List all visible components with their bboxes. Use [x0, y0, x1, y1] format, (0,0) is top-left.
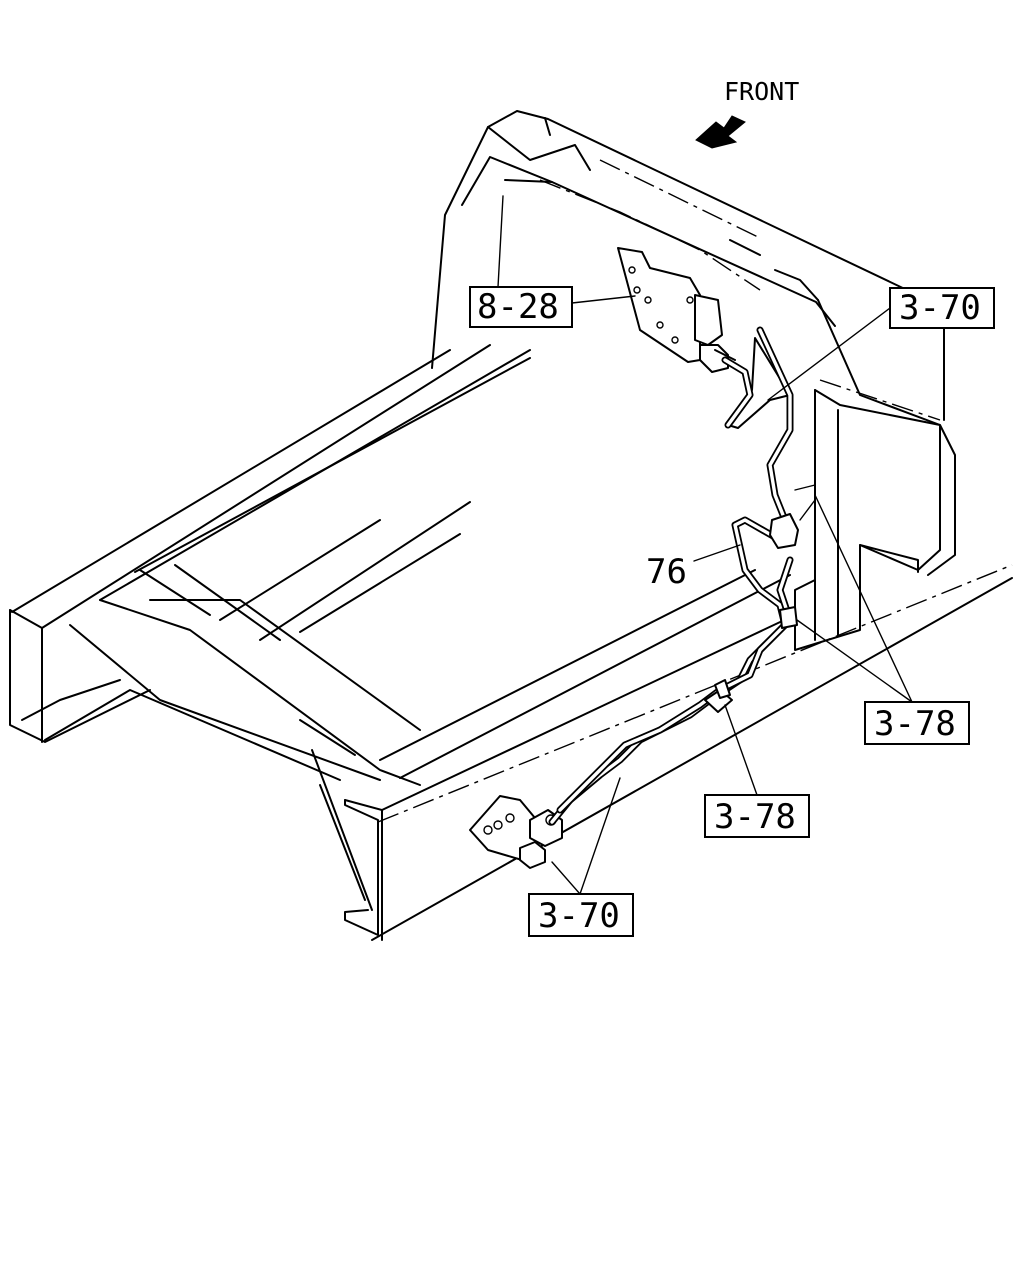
callout-3-78-mid[interactable]: 3-78 [704, 794, 810, 838]
callout-3-70-bottom[interactable]: 3-70 [528, 893, 634, 937]
callout-8-28[interactable]: 8-28 [469, 286, 573, 328]
mounting-bracket-lower [469, 795, 563, 869]
callout-76[interactable]: 76 [646, 552, 687, 592]
front-label: FRONT [724, 77, 799, 106]
cross-member-lower [44, 501, 791, 786]
arrow-front-icon [695, 115, 746, 149]
callout-3-78-mid-label: 3-78 [714, 797, 796, 837]
callout-8-28-label: 8-28 [477, 287, 559, 327]
front-direction-indicator: FRONT [695, 77, 799, 149]
frame-flange-right [794, 379, 941, 651]
frame-rail-left [9, 344, 531, 743]
pipe-fittings [704, 484, 816, 713]
callout-76-label: 76 [646, 552, 687, 592]
callout-3-78-right-label: 3-78 [874, 704, 956, 744]
callout-3-70-bottom-label: 3-70 [538, 896, 620, 936]
callout-3-70-top[interactable]: 3-70 [889, 287, 995, 329]
callout-3-78-right[interactable]: 3-78 [864, 701, 970, 745]
frame-rail-right [311, 564, 1013, 941]
leader-lines [497, 195, 913, 895]
callout-3-70-top-label: 3-70 [899, 288, 981, 328]
mounting-bracket-upper [617, 247, 736, 373]
